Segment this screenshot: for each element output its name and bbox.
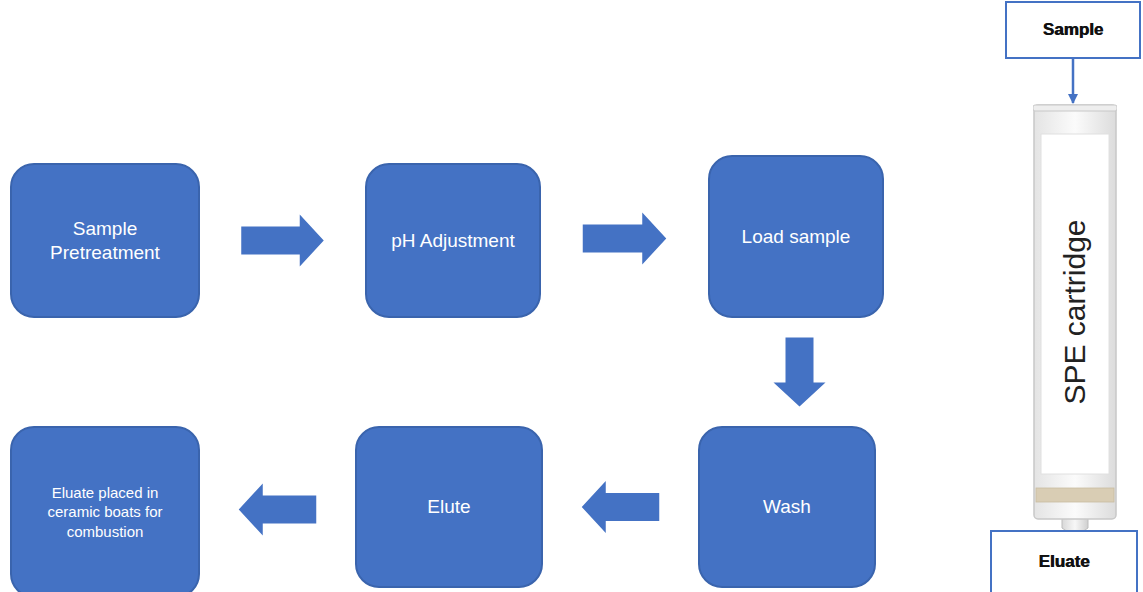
process-box: Sample Pretreatment	[10, 163, 200, 318]
block-arrow	[241, 215, 324, 267]
flow-arrow	[1072, 59, 1075, 103]
box-label: Sample Pretreatment	[24, 217, 186, 263]
process-box: Elute	[355, 426, 543, 588]
process-box: Eluate placed in ceramic boats for combu…	[10, 426, 200, 592]
tube-outline	[1034, 105, 1116, 519]
block-arrow	[583, 213, 667, 265]
tube-label-panel	[1041, 134, 1109, 474]
cartridge-label: SPE cartridge	[1058, 219, 1092, 404]
box-label: Eluate	[1038, 552, 1089, 572]
tube-rim	[1033, 105, 1117, 111]
eluate-box: Eluate	[990, 530, 1138, 592]
process-box: Wash	[698, 426, 876, 588]
process-box: Load sample	[708, 155, 884, 318]
box-label: Load sample	[742, 225, 851, 248]
spe-cartridge: SPE cartridge	[1033, 104, 1117, 520]
box-label: Elute	[427, 495, 470, 518]
sorbent-bed	[1036, 488, 1114, 502]
process-box: pH Adjustment	[365, 163, 541, 318]
sample-box: Sample	[1005, 1, 1141, 59]
block-arrow	[239, 484, 317, 536]
box-label: Wash	[763, 495, 811, 518]
box-label: Eluate placed in ceramic boats for combu…	[24, 483, 186, 542]
box-label: Sample	[1043, 20, 1103, 40]
block-arrow	[774, 337, 826, 406]
box-label: pH Adjustment	[391, 229, 515, 252]
block-arrow	[582, 481, 660, 533]
